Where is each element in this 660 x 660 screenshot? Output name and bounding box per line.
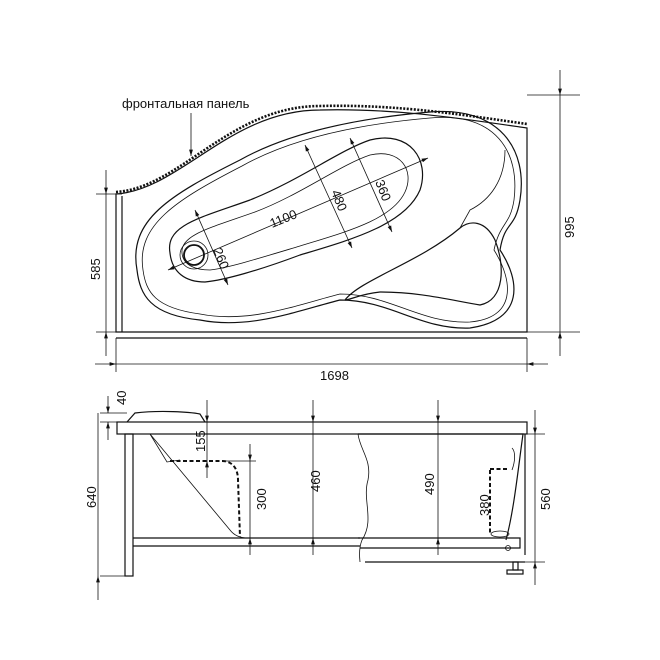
inner-bowl [169,137,424,283]
front-panel-label: фронтальная панель [122,96,250,111]
dim-overall-length: 1698 [320,368,349,383]
dim-seat-depth: 155 [193,430,208,452]
dim-depth-mid: 460 [308,470,323,492]
dim-bowl-length: 1100 [268,206,300,230]
adjustable-foot [512,561,519,571]
dim-overflow-height: 380 [477,494,492,516]
dim-body-height: 560 [538,488,553,510]
dim-overall-depth: 995 [562,216,577,238]
outer-bowl [135,110,522,329]
dim-bowl-width-head: 360 [372,178,394,204]
side-view: 40 640 155 300 460 490 380 [84,391,553,600]
dim-bowl-width-mid: 480 [328,188,350,214]
seat-profile [170,460,241,538]
dim-narrow-depth: 585 [88,258,103,280]
tub-rim [116,421,528,435]
support-leg [124,433,134,577]
dim-total-height: 640 [84,486,99,508]
dim-seat-to-floor: 300 [254,488,269,510]
dim-depth-max: 490 [422,473,437,495]
top-view: 1100 480 360 260 585 995 1698 фронтальна… [88,70,580,383]
dim-bowl-width-foot: 260 [210,246,232,272]
dim-rim-thickness: 40 [114,391,129,405]
